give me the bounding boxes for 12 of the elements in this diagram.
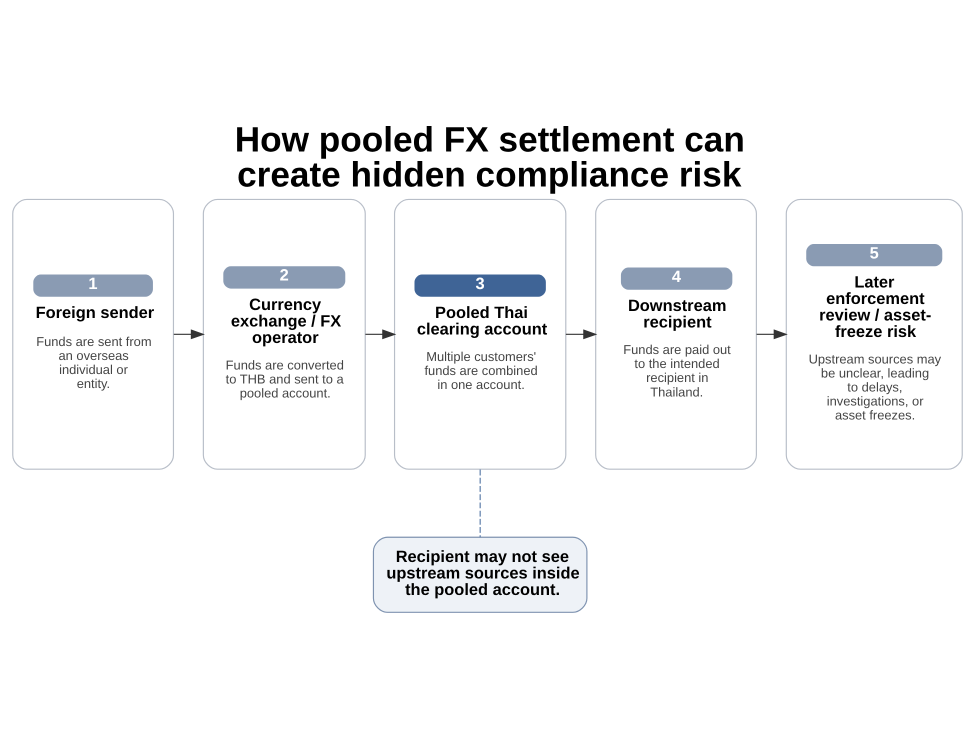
node-box: 4 Downstream recipient Funds are paid out to the intended recipient in Thailand. [595, 198, 757, 470]
arrow [174, 329, 205, 340]
arrow [756, 329, 788, 340]
node-box: 3 Pooled Thai clearing account Multiple customers' funds are combined in one account. [394, 198, 566, 470]
arrow [365, 329, 396, 340]
diagram-title: How pooled FX settlement can create hidden compliance risk [234, 120, 745, 195]
node-box: 2 Currency exchange / FX operator Funds are converted to THB and sent to a pooled account. [202, 198, 366, 470]
node-box: 1 Foreign sender Funds are sent from an overseas individual or entity. [12, 198, 174, 470]
arrow [566, 329, 598, 340]
node-box: Recipient may not see upstream sources inside the pooled account. [372, 536, 588, 613]
connector [480, 470, 481, 538]
node-box: 5 Later enforcement review / asset-freeze risk Upstream sources may be unclear, leading to delays, investigations, or asset freezes. [786, 198, 963, 470]
